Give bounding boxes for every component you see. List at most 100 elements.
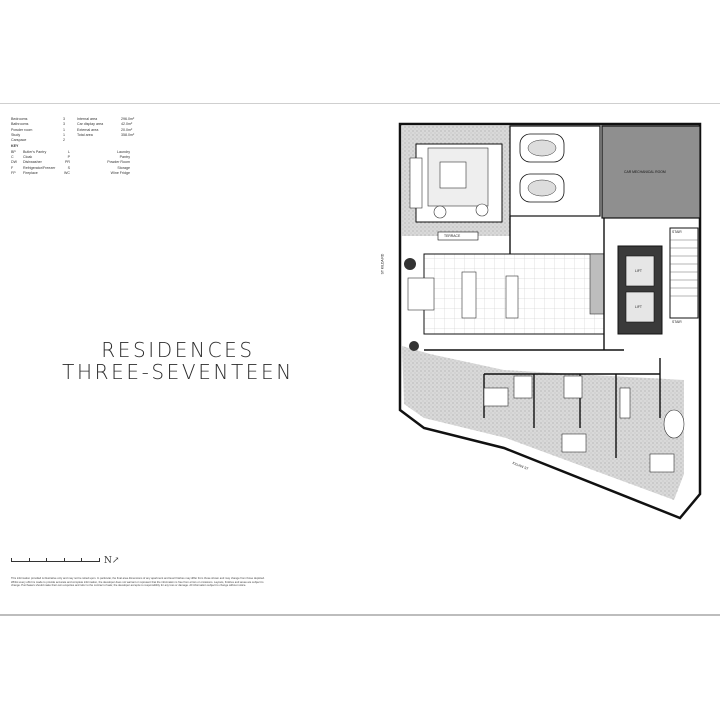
car-room-label: CAR MECHANICAL ROOM — [624, 170, 666, 174]
spec-area: 296.0m² — [121, 117, 135, 121]
key-c2: WC — [64, 170, 70, 175]
key-c1: FP — [11, 170, 16, 175]
key-c1: DW — [11, 160, 17, 165]
scale-tick — [46, 558, 48, 562]
spec-area-label — [77, 138, 121, 143]
key-row: BP Butler's Pantry L Laundry — [11, 150, 141, 155]
car-1-icon — [519, 133, 565, 163]
lift-2 — [625, 291, 655, 323]
key-l2: Pantry — [119, 155, 130, 160]
scale-bar — [11, 553, 101, 567]
disclaimer: This information provided is illustrativ… — [11, 577, 265, 588]
spec-area-label: Total area — [77, 132, 93, 137]
spec-label: Study — [11, 132, 21, 137]
spec-row: Study 1 Total area 358.0m² — [11, 133, 141, 138]
bed-2 — [561, 433, 587, 453]
key-l1: Refrigerator/Freezer — [23, 165, 56, 170]
bed-3 — [649, 453, 675, 473]
plant-1 — [404, 258, 416, 270]
floor-plan-drawing — [398, 122, 702, 520]
key-c2: L — [68, 149, 70, 154]
sofa — [409, 157, 423, 209]
spec-row: Powder room 1 External area 20.0m² — [11, 128, 141, 133]
kitchen-island — [505, 275, 519, 319]
spec-area-label: Internal area — [77, 117, 98, 121]
key-title: KEY — [11, 144, 19, 149]
robe — [619, 387, 631, 419]
spec-area — [121, 138, 141, 143]
perimeter-gravel — [402, 346, 684, 500]
key-l2: Storage — [117, 165, 130, 170]
key-l2: Laundry — [117, 149, 130, 154]
spec-label: Bathrooms — [11, 122, 29, 127]
top-rule — [0, 103, 720, 104]
bath-2 — [563, 375, 583, 399]
lift-label-1: LIFT — [635, 269, 642, 273]
lounge-seats — [407, 277, 435, 311]
kitchen-bench — [589, 253, 605, 315]
spec-count: 3 — [63, 117, 65, 121]
spec-label: Carspace — [11, 138, 27, 143]
car-mechanical-room — [601, 125, 701, 219]
floor-plan: CAR MECHANICAL ROOM TERRACE LIFT LIFT ST… — [380, 118, 704, 522]
coffee-table — [439, 161, 467, 189]
spec-count: 2 — [63, 138, 65, 143]
spec-count: 3 — [63, 122, 65, 127]
spec-area-label: External area — [77, 127, 99, 132]
key-l1: Butler's Pantry — [23, 149, 47, 154]
st-kilda-label: ST KILDA RD — [380, 253, 385, 275]
lift-1 — [625, 255, 655, 287]
stair-label-1: STAIR — [672, 230, 682, 234]
key-l2: Wine Fridge — [110, 170, 130, 175]
key-c2: P — [67, 155, 70, 160]
scale-tick — [63, 558, 65, 562]
scale-tick — [11, 558, 12, 562]
key-c2: S — [67, 165, 70, 170]
bathtub — [663, 409, 685, 439]
north-label: N — [104, 556, 112, 566]
armchair-1 — [475, 203, 489, 217]
terrace-label: TERRACE — [444, 234, 461, 238]
title-line-1: RESIDENCES — [101, 338, 255, 362]
bath-1 — [513, 375, 533, 399]
scale-tick — [99, 558, 100, 562]
spec-count: 1 — [63, 132, 65, 137]
key-row: F Refrigerator/Freezer S Storage — [11, 166, 141, 171]
spec-area-label: Car display area — [77, 122, 104, 127]
north-arrow-icon: N↗ — [104, 556, 120, 566]
spec-row: Carspace 2 — [11, 138, 141, 143]
bed-1 — [483, 387, 509, 407]
spec-label: Powder room — [11, 127, 33, 132]
bottom-rule — [0, 614, 720, 616]
title-line-2: THREE-SEVENTEEN — [62, 360, 294, 384]
scale-tick — [28, 558, 30, 562]
key-row: FP Fireplace WC Wine Fridge — [11, 171, 141, 176]
lift-label-2: LIFT — [635, 305, 642, 309]
armchair-2 — [433, 205, 447, 219]
key-c1: BP — [11, 149, 16, 154]
scale-bar-line — [11, 561, 99, 562]
key-row: C Cloak P Pantry — [11, 155, 141, 160]
key-l1: Dishwasher — [23, 160, 42, 165]
stair-label-2: STAIR — [672, 320, 682, 324]
spec-area: 20.0m² — [121, 127, 133, 132]
key-c1: C — [11, 155, 14, 160]
spec-area: 358.0m² — [121, 132, 135, 137]
plant-2 — [409, 341, 419, 351]
key-c2: PR — [65, 160, 70, 165]
car-2-icon — [519, 173, 565, 203]
key-c1: F — [11, 165, 14, 170]
key-l1: Cloak — [23, 155, 33, 160]
internal-walls — [424, 216, 661, 458]
terrace-label-box — [437, 231, 479, 241]
spec-row: Bedrooms 3 Internal area 296.0m² — [11, 117, 141, 122]
stair-1 — [669, 227, 699, 319]
dining-table — [461, 271, 477, 319]
key-l1: Fireplace — [23, 170, 38, 175]
spec-label: Bedrooms — [11, 117, 28, 121]
spec-count: 1 — [63, 127, 65, 132]
scale-tick — [81, 558, 83, 562]
